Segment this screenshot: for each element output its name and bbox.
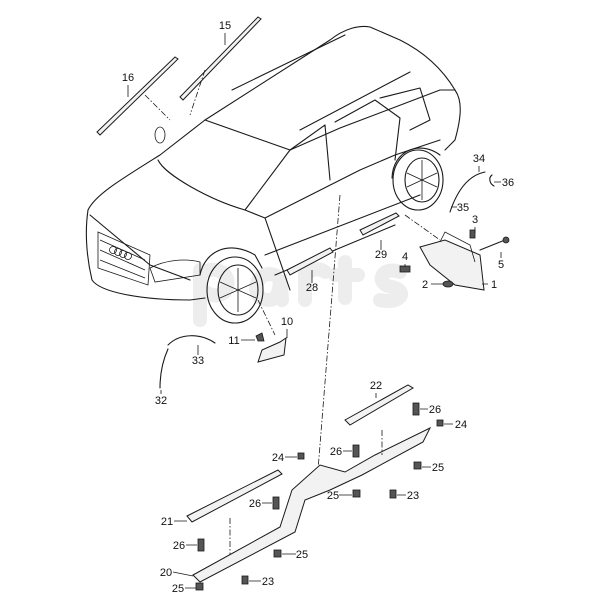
trim-10	[257, 336, 287, 363]
callout-labels: 16 15 34 36 35 3 5 4 1 2 29 28 10 11 33 …	[122, 20, 514, 595]
callout-label: 25	[172, 583, 184, 595]
callout-label: 33	[192, 355, 204, 367]
callout-label: 20	[160, 567, 172, 579]
callout-label: 28	[306, 282, 318, 294]
callout-label: 24	[455, 419, 467, 431]
sill-trim-29	[359, 212, 400, 236]
audi-rings-logo	[109, 246, 132, 260]
callout-label: 11	[228, 335, 239, 347]
vehicle-outline	[85, 25, 461, 324]
arch-trim-33	[167, 335, 216, 346]
callout-label: 25	[296, 549, 308, 561]
callout-label: 24	[272, 452, 284, 464]
callout-label: 26	[429, 404, 441, 416]
roof-moulding-16	[96, 56, 179, 136]
callout-label: 25	[327, 490, 339, 502]
mudflap-1	[419, 239, 485, 291]
callout-label: 32	[155, 395, 167, 407]
callout-label: 23	[407, 490, 419, 502]
callout-label: 25	[432, 462, 444, 474]
roof-moulding-15	[179, 16, 262, 101]
rear-wheel	[391, 147, 444, 211]
callout-label: 26	[330, 446, 342, 458]
sill-panel-21	[186, 469, 283, 523]
callout-label: 21	[161, 516, 173, 528]
callout-label: 36	[502, 177, 514, 189]
callout-label: 35	[457, 202, 469, 214]
callout-label: 3	[472, 214, 478, 226]
clip-11	[255, 332, 265, 342]
cap-36	[489, 174, 495, 187]
watermark-logo	[193, 255, 409, 327]
sill-carrier-20	[192, 426, 432, 583]
arch-trim-34	[449, 171, 486, 213]
fasteners	[195, 402, 444, 591]
sill-trim-28	[286, 247, 334, 276]
callout-label: 34	[473, 153, 485, 165]
callout-label: 26	[249, 498, 261, 510]
callout-label: 23	[262, 576, 274, 588]
leader-lines	[127, 33, 502, 589]
callout-label: 2	[422, 279, 428, 291]
callout-label: 16	[122, 72, 134, 84]
screw-5	[479, 239, 506, 251]
callout-label: 15	[219, 20, 231, 32]
callout-label: 5	[498, 259, 504, 271]
callout-label: 4	[402, 251, 408, 263]
callout-label: 10	[281, 316, 293, 328]
sill-panel-22	[344, 384, 414, 426]
callout-label: 29	[375, 249, 387, 261]
callout-label: 22	[370, 380, 382, 392]
callout-label: 1	[491, 279, 497, 291]
callout-label: 26	[173, 540, 185, 552]
front-wheel	[199, 247, 264, 324]
clip-3	[469, 229, 476, 239]
nut-2	[442, 280, 454, 288]
arch-trim-32	[159, 348, 169, 389]
